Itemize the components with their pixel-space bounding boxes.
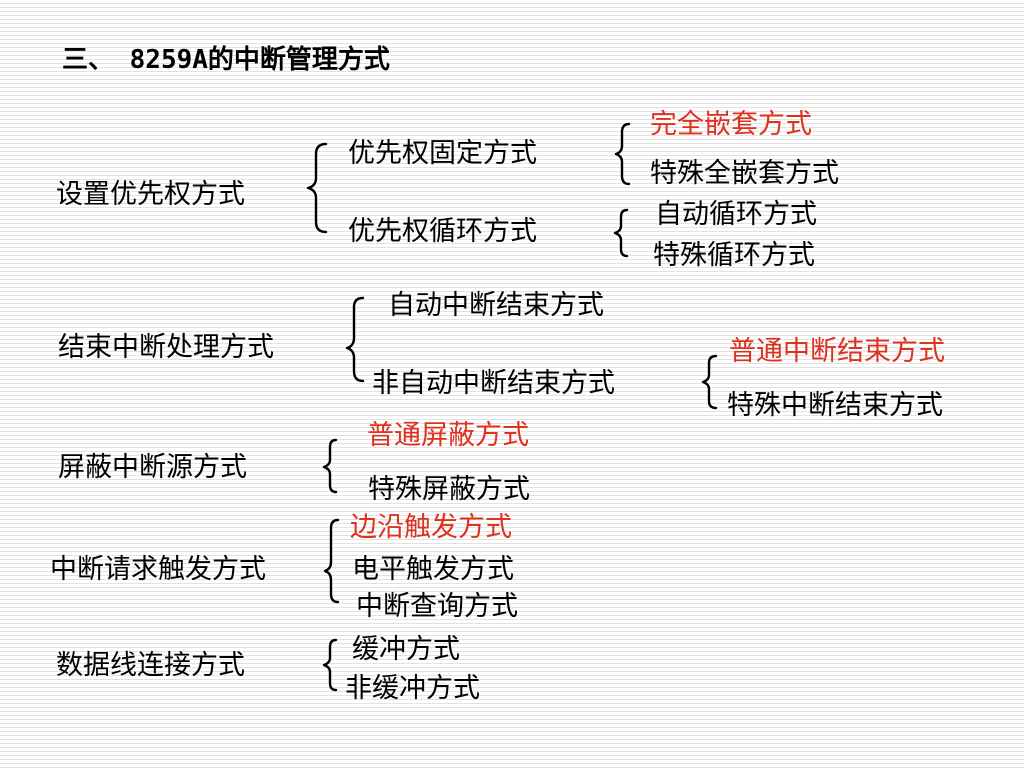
- normal-eoi-mode: 普通中断结束方式: [729, 336, 945, 367]
- special-fully-nested-mode: 特殊全嵌套方式: [650, 158, 839, 189]
- priority-mode-label: 设置优先权方式: [56, 179, 245, 210]
- fixed-priority-label: 优先权固定方式: [348, 138, 537, 169]
- auto-rotation-mode: 自动循环方式: [655, 199, 817, 230]
- eoi-mode-label: 结束中断处理方式: [58, 332, 274, 363]
- brace-rotating: [613, 208, 629, 258]
- special-rotation-mode: 特殊循环方式: [653, 240, 815, 271]
- page-title: 三、 8259A的中断管理方式: [62, 45, 390, 75]
- brace-trigger: [323, 518, 340, 604]
- brace-non-auto: [701, 354, 718, 410]
- brace-eoi: [345, 296, 365, 383]
- level-trigger-mode: 电平触发方式: [352, 554, 514, 585]
- masking-mode-label: 屏蔽中断源方式: [58, 452, 247, 483]
- brace-fixed: [614, 122, 631, 186]
- special-eoi-mode: 特殊中断结束方式: [727, 390, 943, 421]
- rotating-priority-label: 优先权循环方式: [348, 216, 537, 247]
- edge-trigger-mode: 边沿触发方式: [350, 512, 512, 543]
- special-mask-mode: 特殊屏蔽方式: [368, 474, 530, 505]
- non-buffered-mode: 非缓冲方式: [345, 673, 480, 704]
- bus-mode-label: 数据线连接方式: [56, 650, 245, 681]
- polling-mode: 中断查询方式: [356, 591, 518, 622]
- brace-priority: [306, 142, 328, 234]
- brace-masking: [322, 438, 338, 494]
- fully-nested-mode: 完全嵌套方式: [650, 109, 812, 140]
- non-auto-eoi-label: 非自动中断结束方式: [372, 368, 615, 399]
- normal-mask-mode: 普通屏蔽方式: [367, 420, 529, 451]
- auto-eoi-mode: 自动中断结束方式: [388, 290, 604, 321]
- buffered-mode: 缓冲方式: [352, 634, 460, 665]
- trigger-mode-label: 中断请求触发方式: [50, 554, 266, 585]
- brace-bus: [322, 638, 338, 692]
